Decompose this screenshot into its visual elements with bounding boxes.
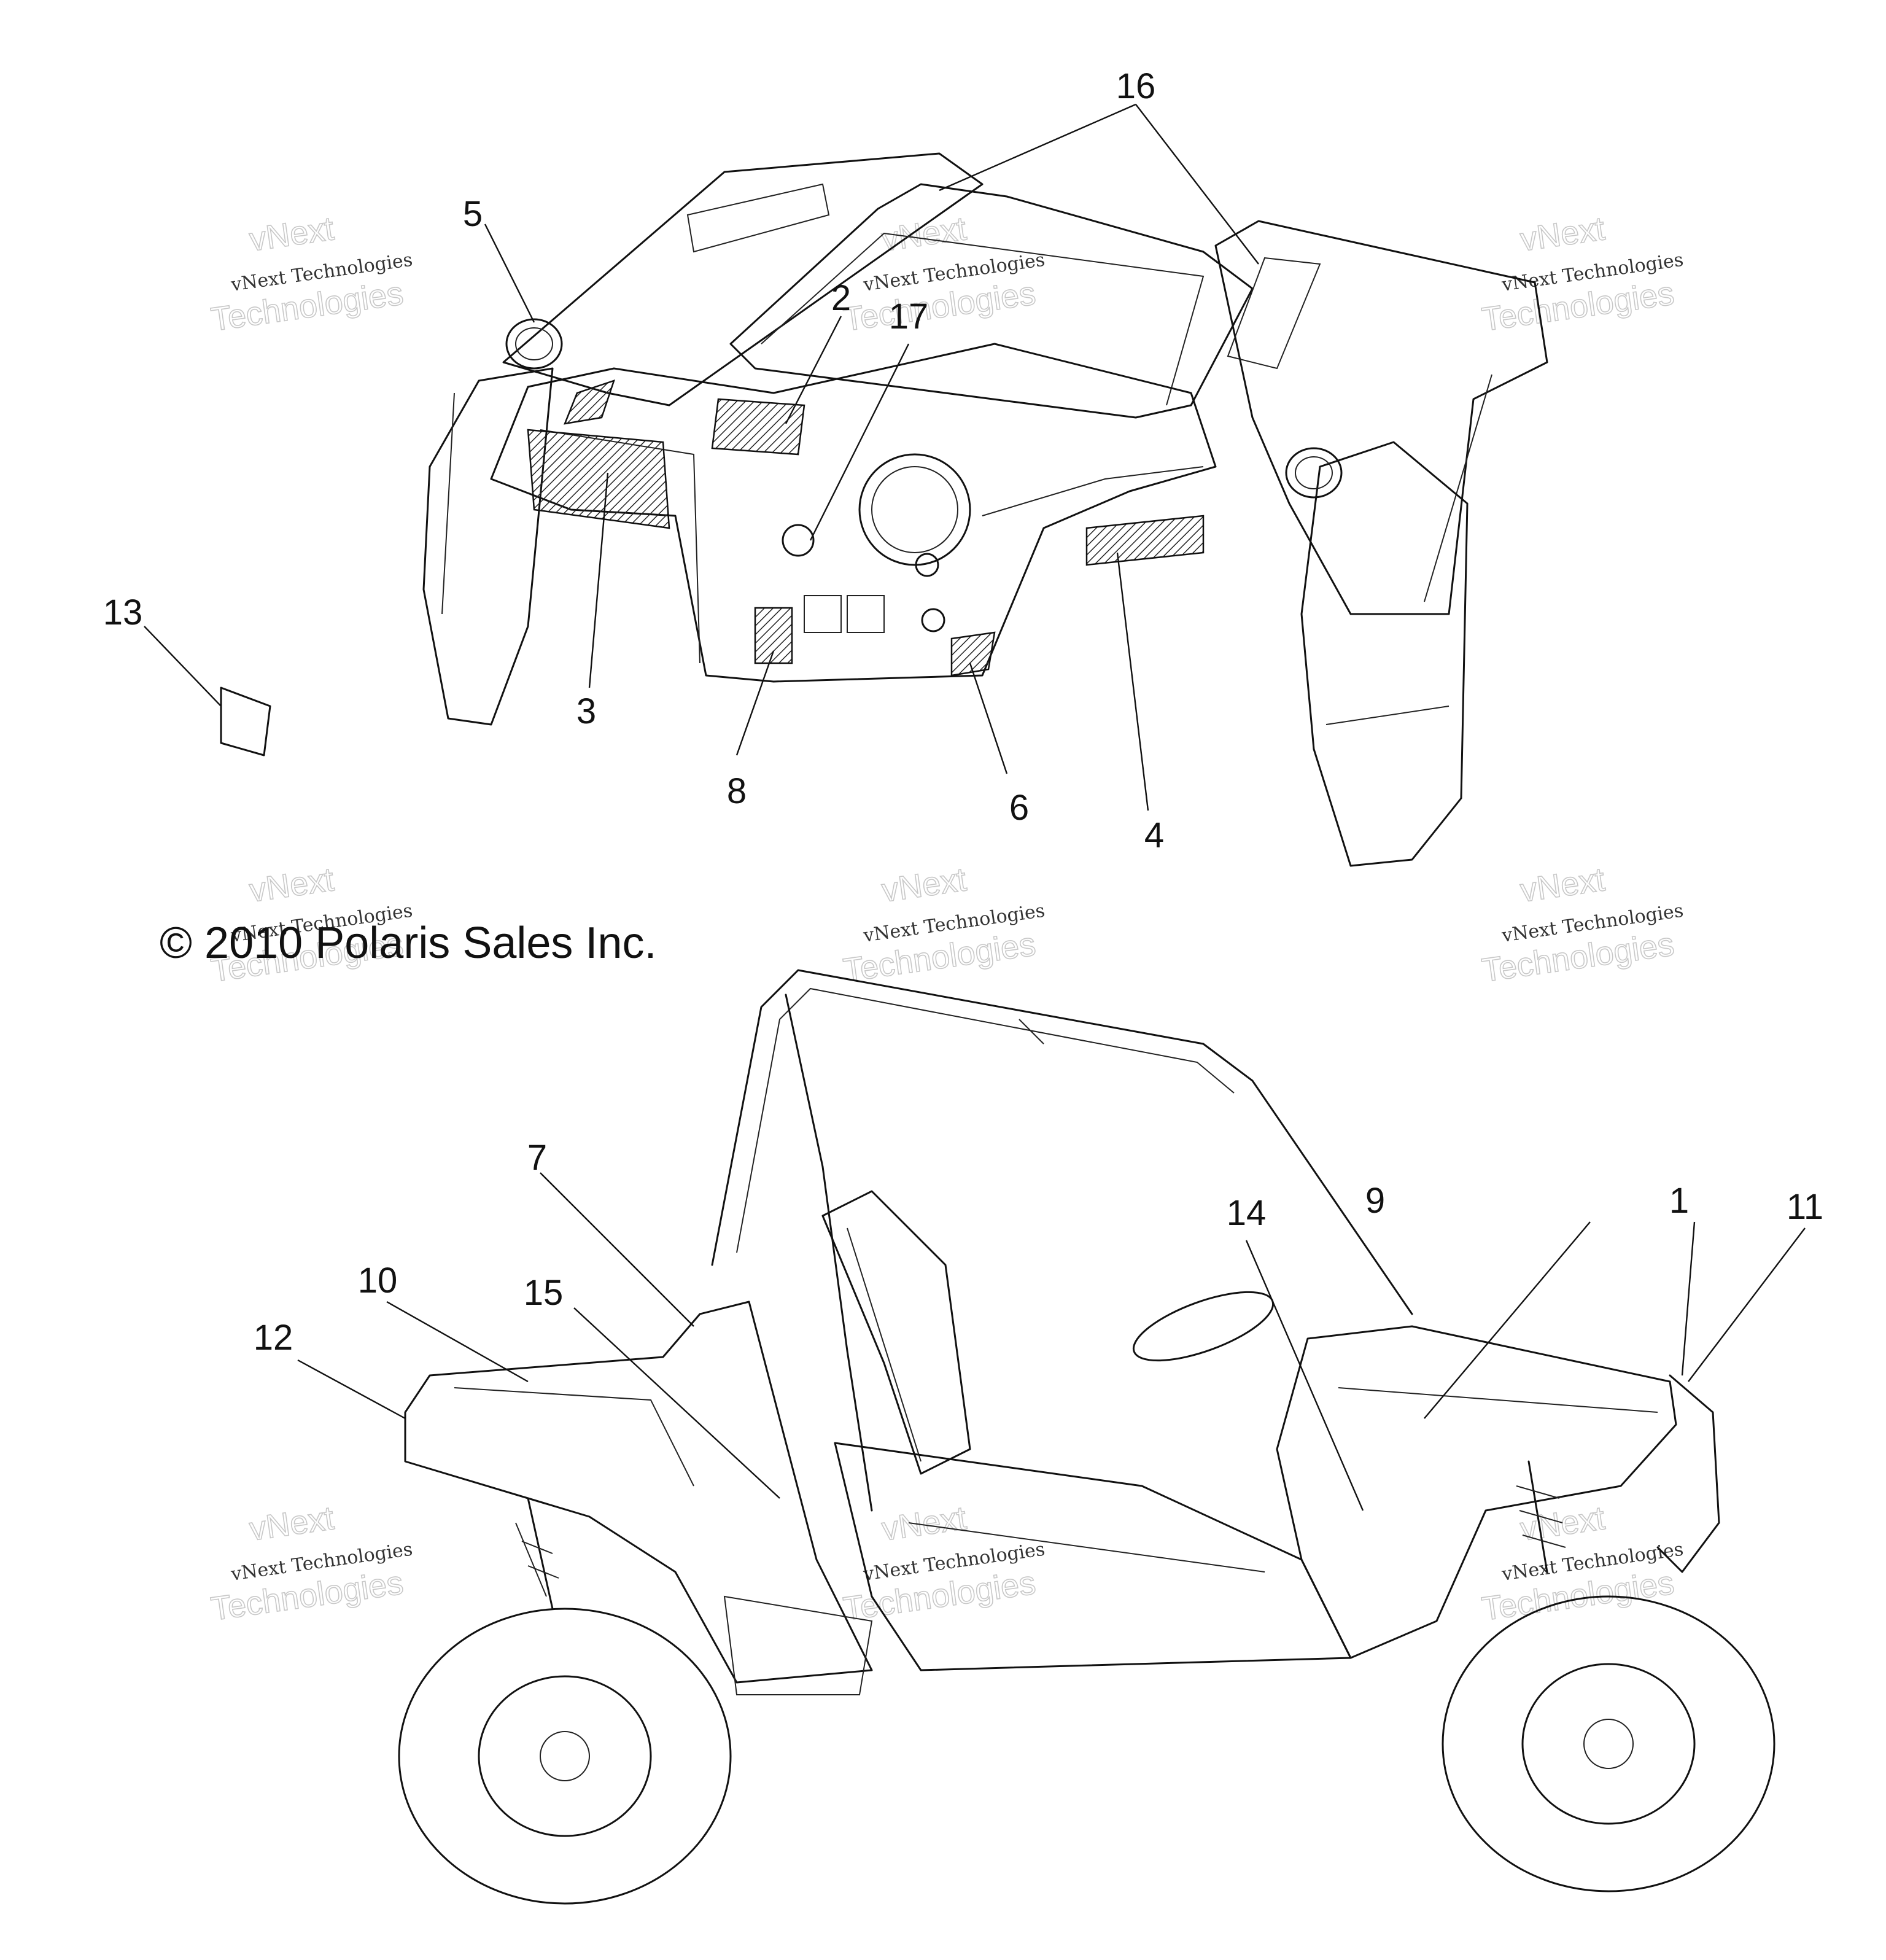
callout-10: 10 [358, 1261, 398, 1301]
watermark: vNext vNext Technologies Technologies [840, 860, 1046, 989]
svg-text:vNext: vNext [1518, 1499, 1607, 1548]
callout-17: 17 [889, 297, 929, 336]
callout-7: 7 [527, 1138, 547, 1178]
callout-15: 15 [524, 1273, 564, 1313]
callout-12: 12 [254, 1318, 293, 1358]
dash-cargo-assembly [220, 152, 1548, 867]
svg-text:vNext: vNext [880, 1499, 969, 1548]
callout-14: 14 [1227, 1193, 1267, 1233]
svg-text:vNext: vNext [880, 861, 969, 909]
callout-1: 1 [1669, 1181, 1689, 1221]
svg-text:vNext: vNext [1518, 861, 1607, 909]
callout-6: 6 [1009, 788, 1029, 828]
svg-text:vNext: vNext [247, 1499, 336, 1548]
callout-8: 8 [727, 771, 747, 811]
copyright-notice: © 2010 Polaris Sales Inc. [160, 919, 656, 968]
watermark: vNext vNext Technologies Technologies [840, 1499, 1046, 1628]
watermark-group: vNext vNext Technologies Technologies vN… [208, 209, 1685, 1628]
callout-2: 2 [831, 278, 851, 318]
callout-13: 13 [103, 593, 143, 632]
vehicle-side-view [398, 969, 1775, 1905]
callout-11: 11 [1787, 1187, 1823, 1227]
callout-9: 9 [1365, 1181, 1385, 1221]
callout-16: 16 [1116, 66, 1156, 106]
callout-labels: 16 5 2 17 13 3 8 6 4 7 10 15 12 14 9 1 1… [103, 66, 1823, 1358]
watermark: vNext vNext Technologies Technologies [208, 1499, 414, 1628]
watermark: vNext vNext Technologies Technologies [1479, 860, 1685, 989]
watermark: vNext vNext Technologies Technologies [1479, 209, 1685, 338]
svg-text:vNext: vNext [1518, 210, 1607, 259]
callout-4: 4 [1144, 815, 1164, 855]
watermark: vNext vNext Technologies Technologies [1479, 1499, 1685, 1628]
watermark: vNext vNext Technologies Technologies [208, 209, 414, 338]
svg-text:vNext: vNext [247, 861, 336, 909]
callout-5: 5 [463, 194, 483, 234]
callout-3: 3 [576, 691, 596, 731]
leader-lines [144, 103, 1806, 1511]
svg-text:vNext: vNext [247, 210, 336, 259]
